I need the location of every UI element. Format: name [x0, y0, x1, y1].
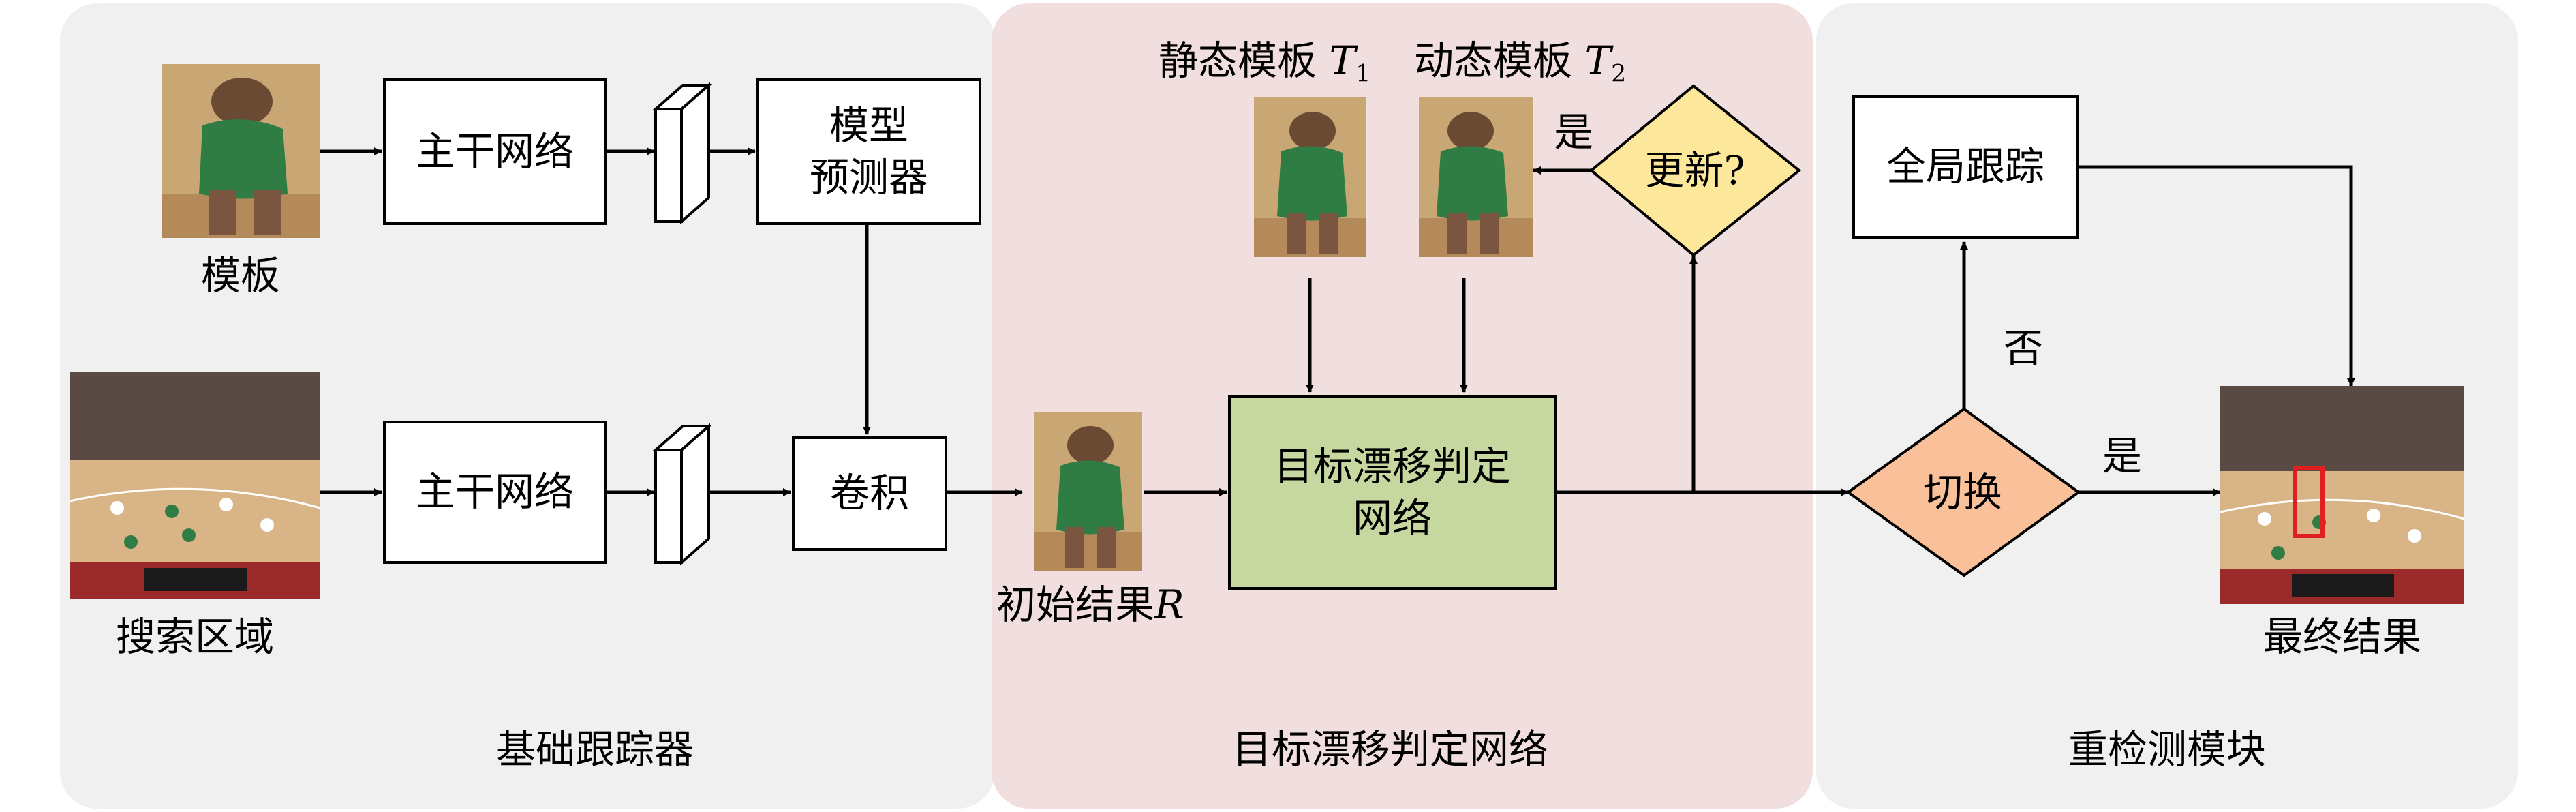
player-thumbnail-image [162, 64, 320, 238]
switch-yes-label: 是 [2102, 433, 2143, 479]
arrow-global-to-final [2079, 165, 2355, 387]
player-thumbnail-image [1419, 97, 1533, 257]
template-label: 模板 [200, 252, 281, 299]
dynamic-template-label: 动态模板 T2 [1414, 41, 1626, 86]
backbone-network-bottom: 主干网络 [383, 421, 607, 564]
conv-block: 卷积 [792, 436, 947, 551]
global-tracking-box: 全局跟踪 [1852, 95, 2079, 239]
static-template-label: 静态模板 T1 [1159, 41, 1370, 86]
basketball-court-image [70, 372, 320, 599]
update-yes-label: 是 [1554, 109, 1594, 155]
model-predictor-line1: 模型 [829, 102, 908, 149]
conv-label: 卷积 [829, 470, 909, 517]
static-template-symbol: T [1329, 37, 1356, 84]
player-thumbnail-image [1254, 97, 1366, 257]
update-diamond [1589, 84, 1802, 257]
initial-result-text: 初始结果 [996, 582, 1155, 628]
switch-diamond [1845, 407, 2081, 577]
drift-net-line2: 网络 [1352, 494, 1432, 541]
bbox-overlay [2293, 466, 2325, 538]
section-redetection: 重检测模块 [2068, 726, 2267, 772]
drift-net-line1: 目标漂移判定 [1273, 443, 1511, 490]
section-drift-network: 目标漂移判定网络 [1231, 726, 1549, 772]
initial-result-label: 初始结果R [996, 585, 1184, 625]
initial-result-symbol: R [1154, 582, 1184, 628]
section-base-tracker: 基础跟踪器 [495, 726, 694, 772]
feature-map-icon [651, 423, 713, 566]
search-region-label: 搜索区域 [115, 614, 275, 660]
switch-decision-label: 切换 [1922, 469, 2003, 515]
dynamic-template-subscript: 2 [1611, 60, 1627, 88]
switch-no-label: 否 [2004, 325, 2044, 372]
basketball-court-image [2220, 386, 2464, 604]
drift-judgment-network: 目标漂移判定 网络 [1228, 395, 1557, 590]
dynamic-template-text: 动态模板 [1414, 37, 1573, 84]
model-predictor-line2: 预测器 [809, 153, 928, 200]
feature-map-icon [651, 82, 713, 225]
backbone-top-label: 主干网络 [415, 127, 574, 175]
static-template-subscript: 1 [1355, 60, 1371, 88]
model-predictor: 模型 预测器 [756, 78, 981, 225]
backbone-bottom-label: 主干网络 [415, 468, 574, 515]
update-decision-label: 更新? [1644, 147, 1745, 194]
dynamic-template-symbol: T [1584, 37, 1612, 84]
global-tracking-label: 全局跟踪 [1886, 143, 2044, 190]
player-thumbnail-image [1034, 412, 1142, 571]
backbone-network-top: 主干网络 [383, 78, 607, 225]
final-result-label: 最终结果 [2263, 614, 2422, 660]
static-template-text: 静态模板 [1159, 37, 1317, 84]
